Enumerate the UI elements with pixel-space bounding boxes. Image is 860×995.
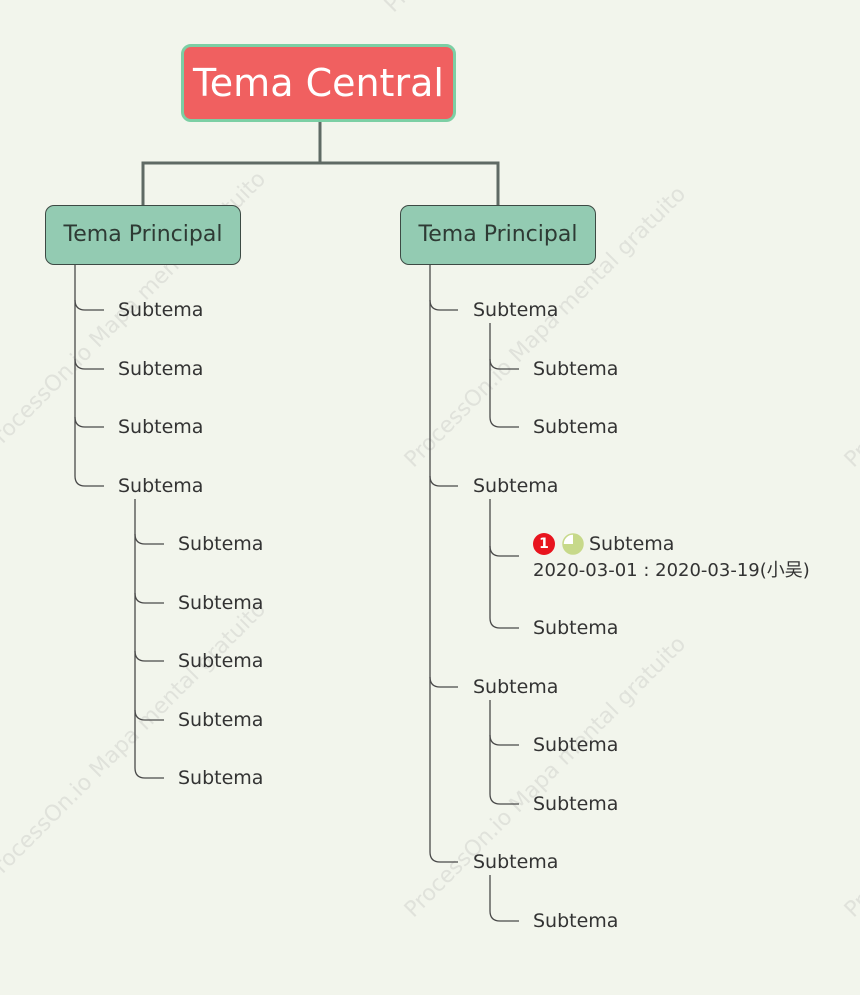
branch-line [74, 416, 104, 428]
subtopic[interactable]: Subtema [178, 767, 264, 789]
right-sub-trunk [489, 499, 519, 629]
progress-pie-icon [562, 533, 584, 555]
central-connector [141, 122, 322, 205]
subtopic[interactable]: Subtema [473, 475, 559, 497]
subtopic[interactable]: Subtema [533, 793, 619, 815]
branch-line [74, 299, 104, 311]
priority-icon: 1 [533, 533, 555, 555]
subtopic[interactable]: Subtema [178, 650, 264, 672]
branch-line [429, 676, 458, 688]
subtopic[interactable]: Subtema [118, 416, 204, 438]
main-topic-right[interactable]: Tema Principal [400, 205, 596, 265]
task-title: Subtema [589, 533, 675, 555]
branch-line [74, 358, 104, 370]
main-topic-left[interactable]: Tema Principal [45, 205, 241, 265]
subtopic[interactable]: Subtema [473, 851, 559, 873]
subtopic[interactable]: Subtema [118, 475, 204, 497]
subtopic[interactable]: Subtema [118, 299, 204, 321]
central-topic[interactable]: Tema Central [181, 44, 456, 122]
branch-line [429, 299, 458, 311]
subtopic[interactable]: Subtema [533, 910, 619, 932]
branch-line [134, 709, 164, 721]
subtopic[interactable]: Subtema [178, 709, 264, 731]
right-sub-trunk [489, 700, 519, 805]
right-sub-trunk [489, 875, 519, 922]
branch-line [489, 358, 519, 370]
branch-line [489, 734, 519, 746]
subtopic[interactable]: Subtema [473, 299, 559, 321]
subtopic[interactable]: Subtema [178, 592, 264, 614]
subtopic[interactable]: Subtema [533, 617, 619, 639]
central-connector [320, 161, 500, 205]
subtopic[interactable]: Subtema [533, 416, 619, 438]
branch-line [429, 475, 458, 487]
subtopic[interactable]: Subtema [533, 734, 619, 756]
branch-line [489, 545, 519, 557]
subtopic[interactable]: Subtema [473, 676, 559, 698]
subtopic[interactable]: Subtema [533, 358, 619, 380]
task-row: 1 Subtema [533, 532, 810, 556]
left-sub-trunk [134, 499, 164, 779]
subtopic-task[interactable]: 1 Subtema 2020-03-01 : 2020-03-19(小吴) [533, 532, 810, 582]
branch-line [134, 592, 164, 604]
right-trunk [429, 265, 458, 863]
right-sub-trunk [489, 323, 519, 428]
branch-line [134, 650, 164, 662]
branch-line [134, 533, 164, 545]
task-dates: 2020-03-01 : 2020-03-19(小吴) [533, 560, 810, 581]
subtopic[interactable]: Subtema [118, 358, 204, 380]
left-trunk [74, 265, 104, 487]
subtopic[interactable]: Subtema [178, 533, 264, 555]
